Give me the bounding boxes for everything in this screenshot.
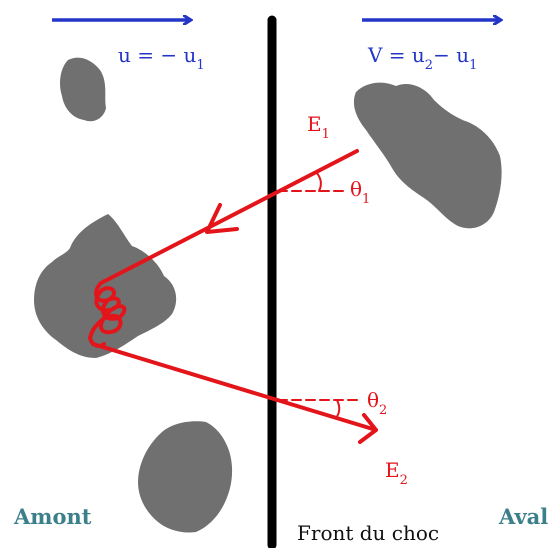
angle-theta2-guide bbox=[277, 399, 363, 419]
outgoing-path bbox=[91, 342, 378, 432]
upstream-region-label: Amont bbox=[13, 504, 92, 529]
theta1-label: θ1 bbox=[350, 177, 370, 207]
shock-front-label: Front du choc bbox=[297, 521, 439, 545]
upstream-velocity-label: u = − u1 bbox=[118, 43, 205, 73]
outgoing-arrowhead bbox=[358, 413, 378, 444]
cloud-middle-left bbox=[34, 214, 177, 358]
theta2-label: θ2 bbox=[367, 388, 387, 418]
outgoing-energy-label: E2 bbox=[385, 458, 408, 488]
downstream-velocity-label: V = u2− u1 bbox=[367, 43, 477, 73]
particle-trajectory bbox=[88, 149, 378, 444]
incoming-arrowhead bbox=[205, 203, 239, 234]
angle-theta1-guide bbox=[277, 171, 348, 192]
cloud-bottom-left bbox=[138, 421, 233, 533]
cloud-upper-left bbox=[60, 57, 106, 122]
scattering-loops bbox=[88, 281, 127, 348]
cloud-upper-right bbox=[353, 82, 502, 229]
incoming-energy-label: E1 bbox=[307, 112, 330, 142]
incoming-path bbox=[99, 149, 359, 285]
downstream-region-label: Aval bbox=[498, 504, 548, 529]
